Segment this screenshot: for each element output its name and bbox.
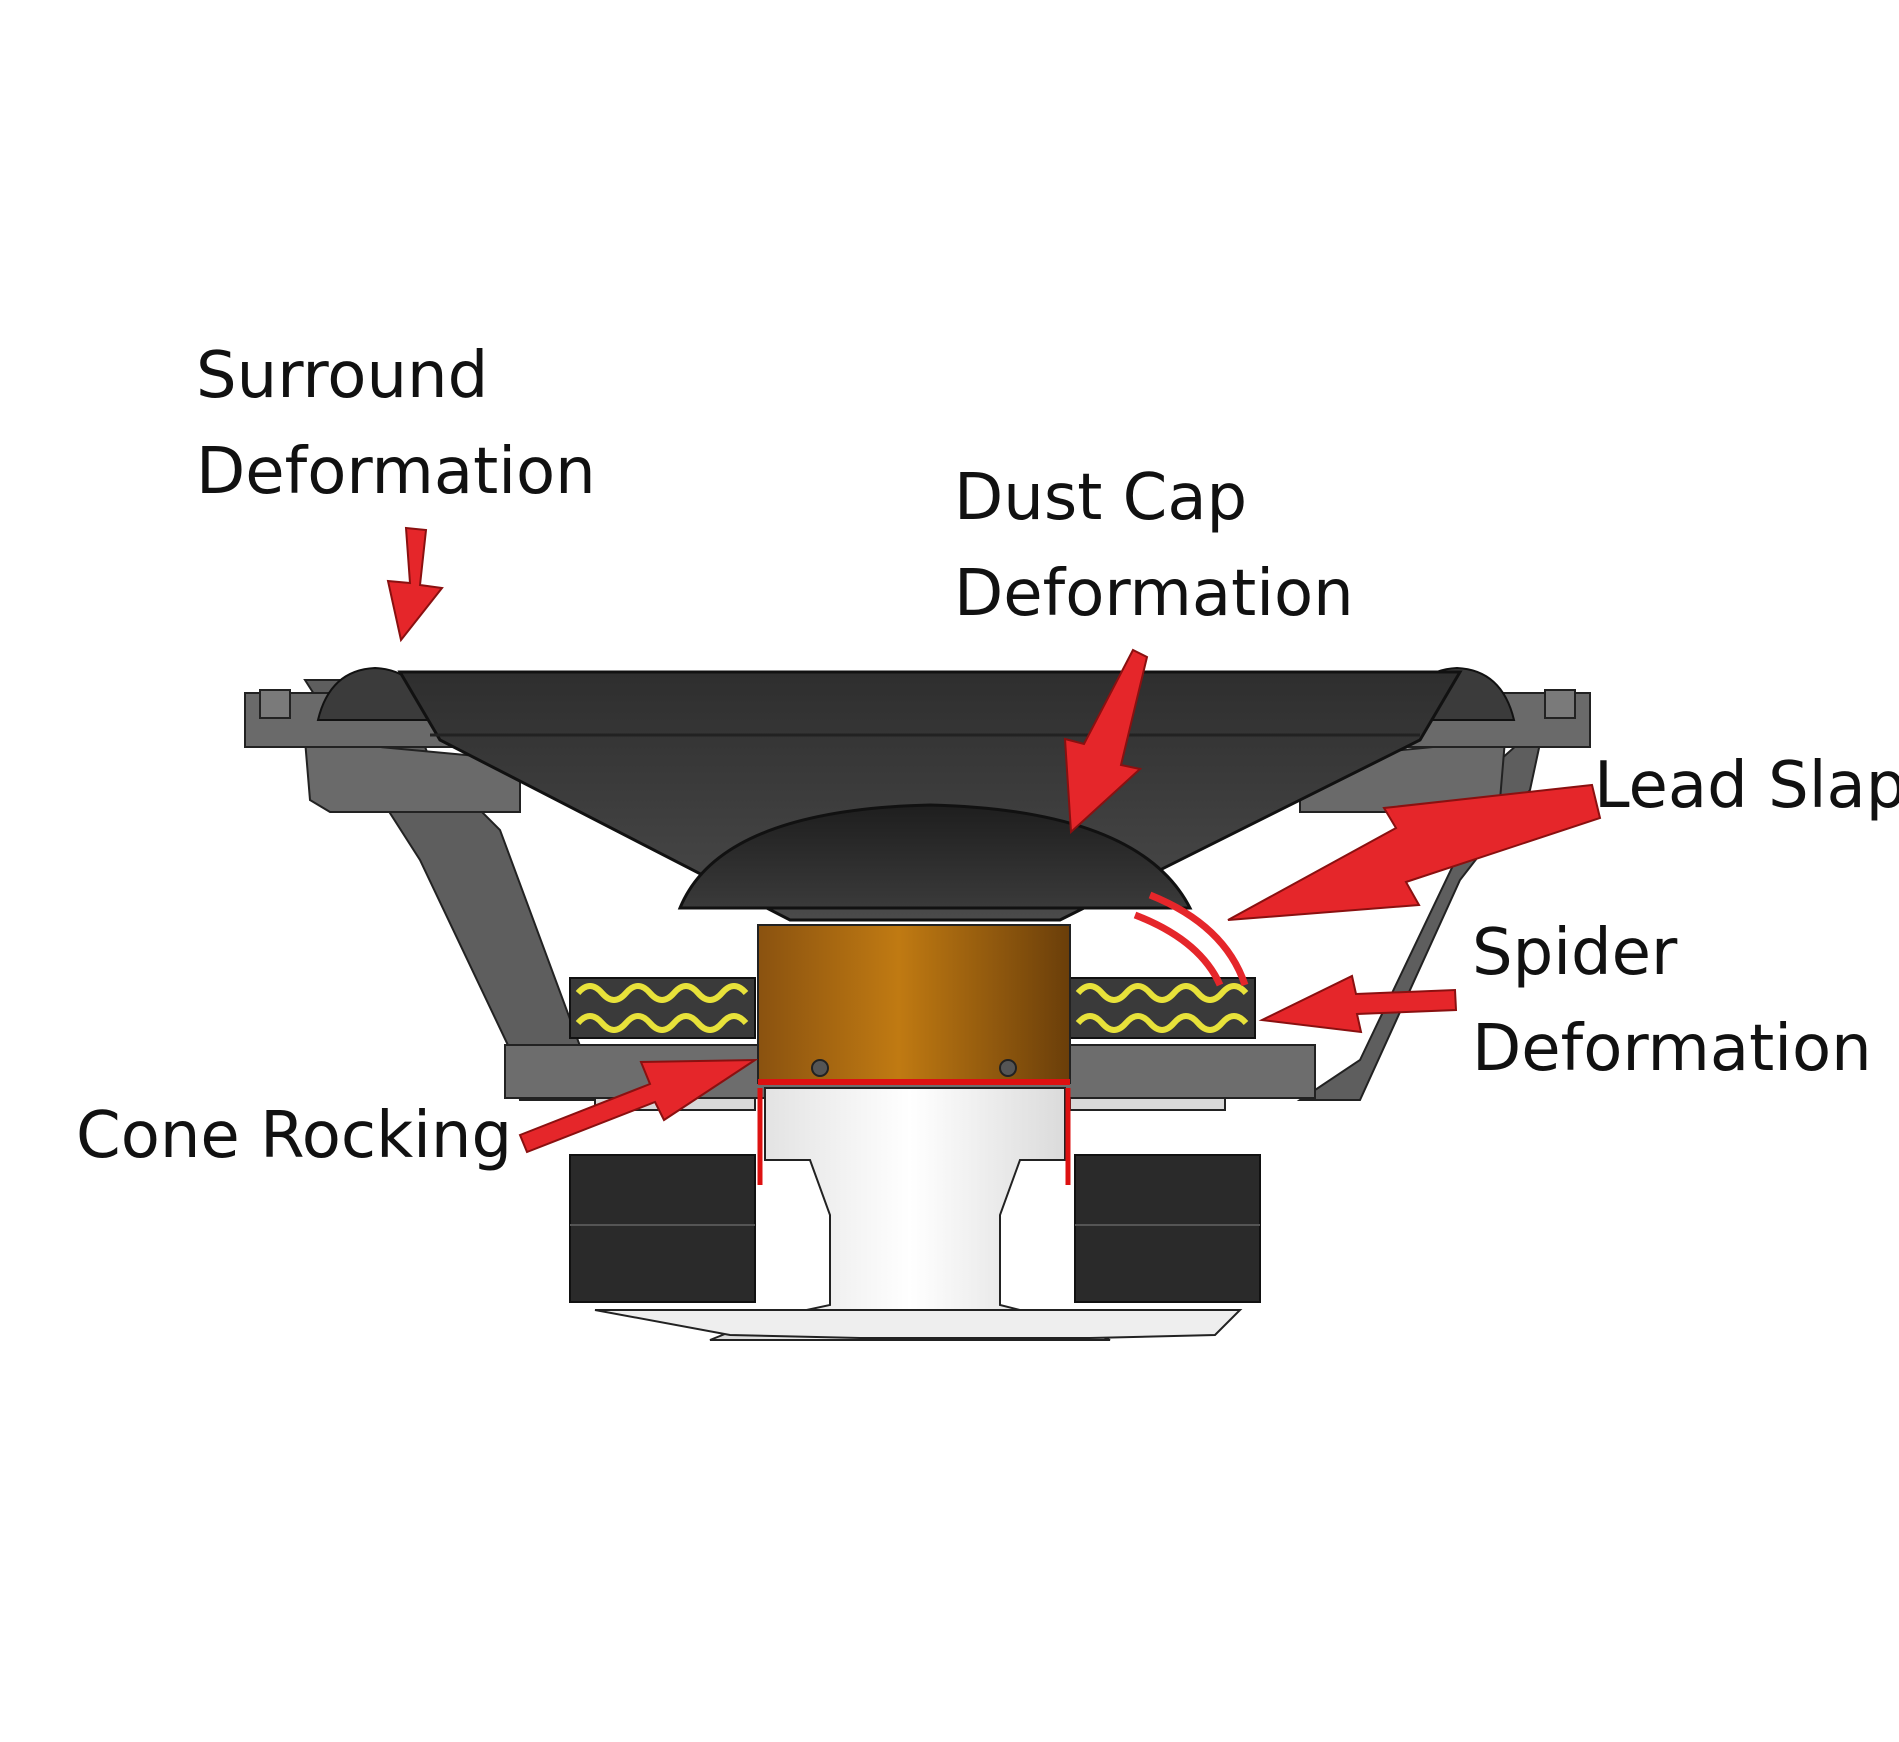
label-surround-line2: Deformation: [196, 435, 596, 509]
label-surround-line1: Surround: [196, 339, 489, 413]
spider: [569, 977, 1256, 1039]
label-dust-cap-deformation: Dust Cap Deformation: [954, 450, 1354, 642]
arrow-dust-cap: [1063, 648, 1149, 835]
label-lead-slap-line1: Lead Slap: [1594, 749, 1899, 823]
label-dust-cap-line2: Deformation: [954, 557, 1354, 631]
dust-cap: [677, 803, 1193, 910]
pole-piece: [594, 1087, 1243, 1341]
magnet: [569, 1154, 1261, 1303]
lead-wire: [1133, 891, 1249, 987]
cone: [397, 670, 1463, 922]
label-spider-deformation: Spider Deformation: [1472, 905, 1872, 1097]
label-surround-deformation: Surround Deformation: [196, 328, 596, 520]
label-lead-slap: Lead Slap: [1594, 738, 1899, 834]
arrow-surround: [386, 526, 444, 643]
arrow-lead-slap: [1227, 783, 1602, 921]
label-cone-rocking: Cone Rocking: [76, 1088, 512, 1184]
voice-coil: [757, 924, 1071, 1085]
label-spider-line2: Deformation: [1472, 1012, 1872, 1086]
label-dust-cap-line1: Dust Cap: [954, 461, 1248, 535]
arrow-spider: [1258, 974, 1458, 1034]
label-spider-line1: Spider: [1472, 916, 1678, 990]
label-cone-rocking-line1: Cone Rocking: [76, 1099, 513, 1173]
arrow-cone-rocking: [518, 1058, 759, 1154]
